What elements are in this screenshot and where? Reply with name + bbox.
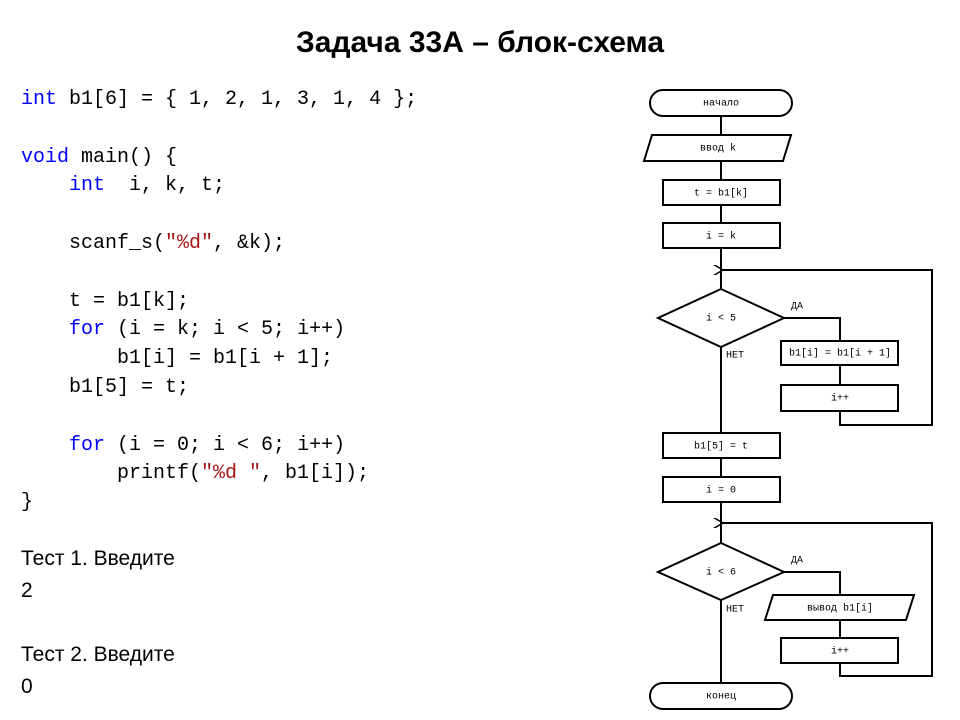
flow-loop2-back — [723, 523, 933, 677]
code-line: printf("%d ", b1[i]); — [21, 462, 370, 486]
start-terminator — [649, 89, 793, 117]
process-assign-i — [662, 222, 781, 249]
loop1-body-label: b1[i] = b1[i + 1] — [789, 348, 891, 360]
loop1-inc-label: i++ — [831, 393, 849, 405]
output-parallelogram — [763, 594, 916, 621]
flow-loop1-back — [723, 270, 933, 426]
process-assign-b15 — [662, 432, 781, 459]
code-line: b1[i] = b1[i + 1]; — [21, 347, 334, 371]
decision-2 — [655, 541, 787, 602]
code-line: void main() { — [21, 145, 178, 169]
code-line: scanf_s("%d", &k); — [21, 231, 286, 255]
code-line: b1[5] = t; — [21, 375, 190, 399]
code-listing: int b1[6] = { 1, 2, 1, 3, 1, 4 }; void ma… — [21, 86, 417, 518]
code-line: int b1[6] = { 1, 2, 1, 3, 1, 4 }; — [21, 88, 418, 111]
assign-i-label: i = k — [706, 231, 736, 243]
assign-b15-label: b1[5] = t — [694, 441, 748, 453]
code-line: for (i = k; i < 5; i++) — [69, 318, 346, 342]
test-line: 2 — [21, 579, 33, 602]
output-label: вывод b1[i] — [807, 603, 873, 615]
test-line: Тест 1. Введите — [21, 547, 175, 570]
code-line: int i, k, t; — [69, 174, 226, 198]
cond1-label: i < 5 — [706, 313, 736, 325]
end-label: конец — [706, 692, 736, 703]
yes2-label: ДА — [791, 556, 803, 567]
input-parallelogram — [642, 134, 793, 162]
flow-yes-1 — [784, 317, 841, 341]
slide-title: Задача 33А – блок-схема — [295, 26, 665, 59]
test-line: Тест 2. Введите — [21, 643, 175, 666]
test-line: 0 — [21, 675, 33, 698]
code-line: for (i = 0; i < 6; i++) — [69, 433, 346, 457]
no2-label: НЕТ — [726, 605, 744, 616]
input-label: ввод k — [700, 143, 736, 155]
assign-i0-label: i = 0 — [706, 485, 736, 497]
decision-1 — [655, 287, 787, 349]
process-assign-i0 — [662, 476, 781, 503]
cond2-label: i < 6 — [706, 567, 736, 579]
process-loop1-body — [780, 340, 899, 366]
yes1-label: ДА — [791, 302, 803, 313]
assign-t-label: t = b1[k] — [694, 188, 748, 200]
code-line: t = b1[k]; — [21, 289, 190, 313]
no1-label: НЕТ — [726, 351, 744, 362]
process-assign-t — [662, 179, 781, 206]
code-line: } — [21, 491, 34, 515]
start-label: начало — [703, 99, 739, 110]
end-terminator — [649, 682, 793, 710]
loop2-inc-label: i++ — [831, 646, 849, 658]
flow-yes-2 — [784, 571, 841, 595]
